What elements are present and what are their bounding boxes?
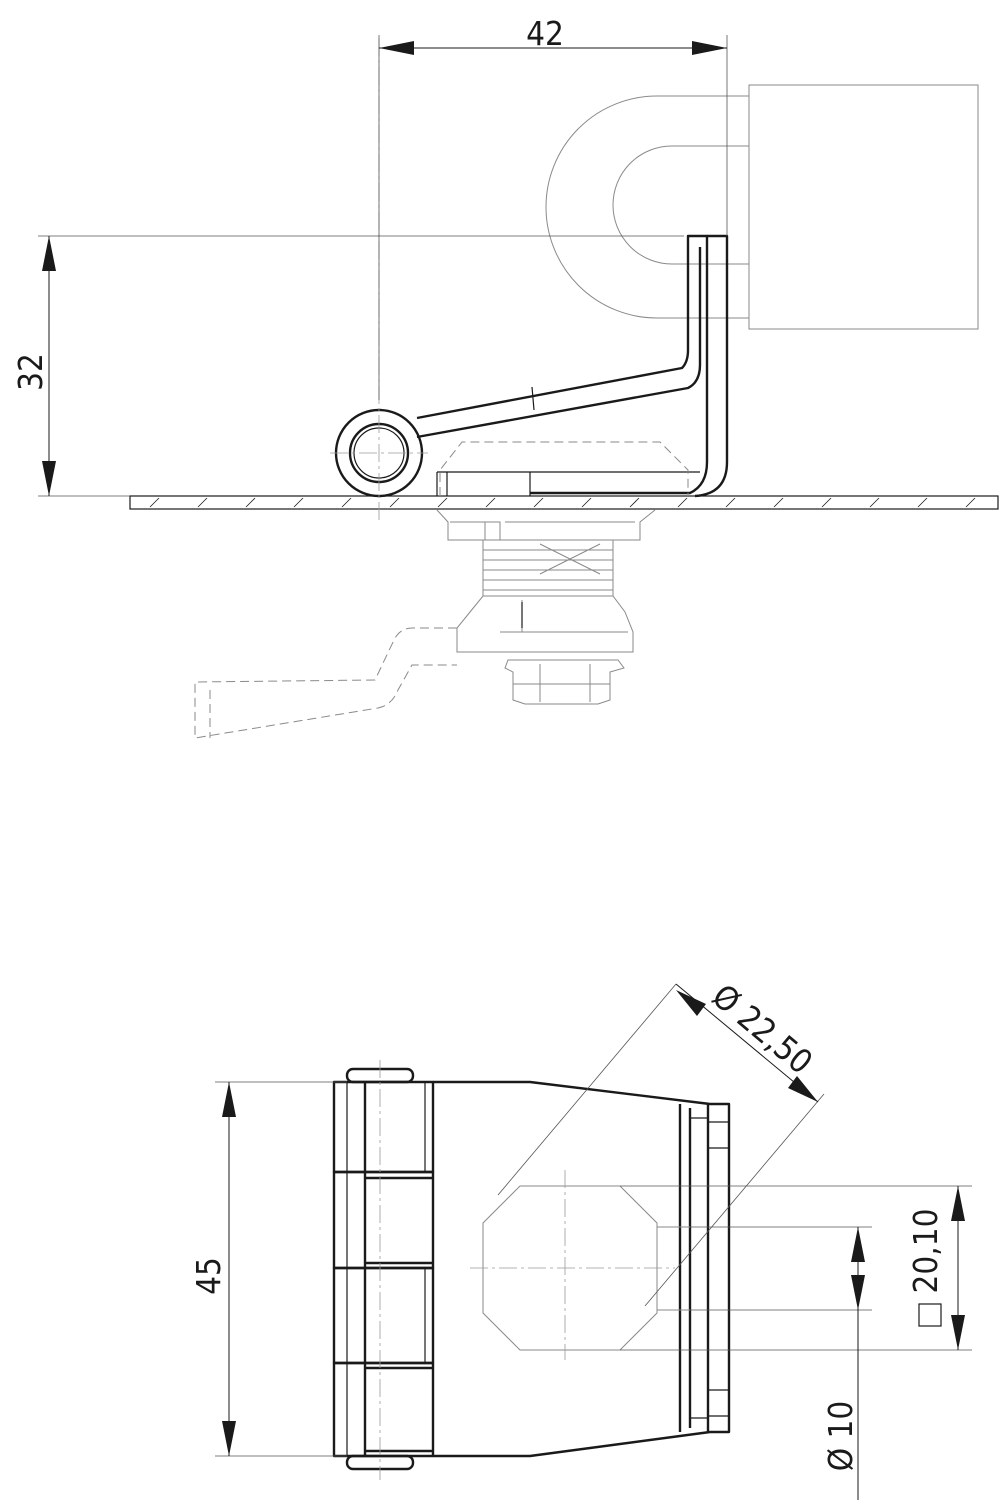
top-view: Ø 22,50 45 20,10 Ø 10: [189, 976, 972, 1500]
dimension-square: 20,10: [620, 1185, 972, 1351]
panel-hatch-line: [581, 497, 592, 508]
panel-hatch-line: [965, 497, 976, 508]
panel-hatch-line: [773, 497, 784, 508]
panel-hatch-line: [389, 497, 400, 508]
hinge-bracket: [334, 234, 729, 498]
dimension-height: 32: [11, 235, 684, 497]
panel-hatch-line: [725, 497, 736, 508]
panel-hatch-line: [149, 497, 160, 508]
panel-hatch-line: [293, 497, 304, 508]
panel-hatch-line: [533, 497, 544, 508]
panel-hatch-line: [917, 497, 928, 508]
cam-housing-hidden: [439, 441, 689, 496]
dimension-square-label: 20,10: [906, 1209, 945, 1294]
panel-hatch-line: [437, 497, 448, 508]
padlock-ghost: [545, 84, 979, 330]
dimension-width-label: 42: [526, 14, 564, 53]
hinge-knuckles: [332, 1067, 435, 1471]
dimension-width: 42: [378, 14, 728, 400]
dimension-diameter-bore: Ø 10: [690, 1226, 872, 1500]
panel-hatch-line: [245, 497, 256, 508]
dimension-diameter-bore-label: Ø 10: [821, 1401, 860, 1472]
dimension-diameter-body-label: Ø 22,50: [705, 976, 820, 1082]
dimension-length: 45: [189, 1081, 347, 1457]
panel-hatch-line: [341, 497, 352, 508]
cam-lock-ghost: [194, 509, 656, 739]
panel-hatch-line: [869, 497, 880, 508]
dimension-length-label: 45: [189, 1257, 228, 1295]
side-view: 42 32: [11, 14, 999, 739]
dimension-height-label: 32: [11, 353, 50, 391]
panel-hatch-line: [485, 497, 496, 508]
hinge-leaf: [433, 1080, 731, 1458]
panel-hatch-line: [821, 497, 832, 508]
panel-hatch-line: [629, 497, 640, 508]
square-symbol: [918, 1303, 942, 1327]
dimension-diameter-body: Ø 22,50: [497, 976, 825, 1307]
panel-hatch-line: [197, 497, 208, 508]
panel-hatch-line: [677, 497, 688, 508]
mounting-panel: [129, 495, 999, 510]
